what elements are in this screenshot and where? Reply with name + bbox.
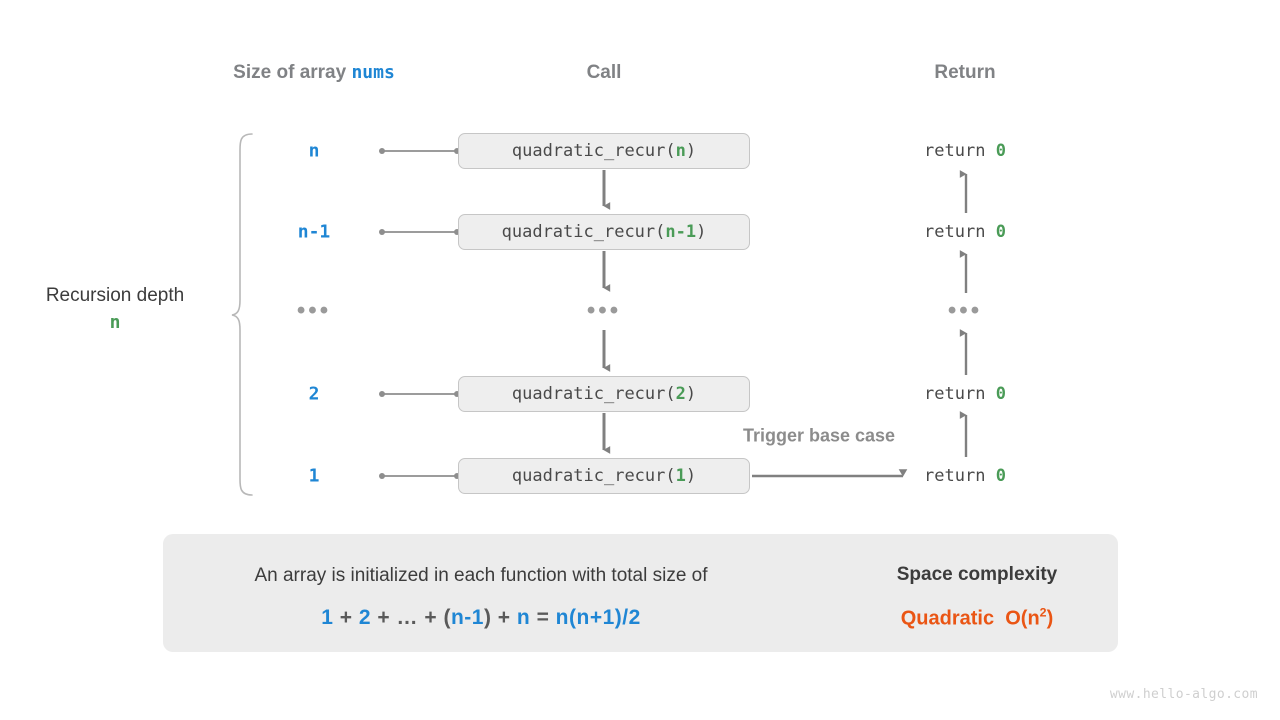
return-label-row-4: return 0 xyxy=(924,384,1006,404)
call-box-row-5-prefix: quadratic_recur( xyxy=(511,466,676,486)
call-box-row-2-suffix: ) xyxy=(696,222,707,242)
size-label-row-5: 1 xyxy=(308,465,320,487)
return-label-row-1-prefix: return xyxy=(924,141,996,161)
call-box-row-2-arg: n-1 xyxy=(665,222,697,242)
call-box-row-1-suffix: ) xyxy=(685,141,697,161)
return-label-row-2-value: 0 xyxy=(995,222,1006,242)
size-connectors xyxy=(379,148,460,479)
formula-term-1: 1 xyxy=(321,606,334,629)
formula-op-1: + xyxy=(339,606,353,629)
return-label-row-2: return 0 xyxy=(924,222,1006,242)
summary-description: An array is initialized in each function… xyxy=(254,565,708,586)
formula-paren-close: ) xyxy=(483,606,492,629)
recursion-depth-caption: Recursion depth n xyxy=(46,283,184,337)
call-box-row-5-arg: 1 xyxy=(675,466,686,486)
recursion-depth-label: Recursion depth xyxy=(45,285,185,306)
recursion-depth-value: n xyxy=(109,312,121,333)
header-call: Call xyxy=(586,62,622,83)
space-complexity-title: Space complexity xyxy=(896,564,1058,585)
call-box-row-4[interactable]: quadratic_recur(2) xyxy=(458,376,750,412)
call-column-ellipsis: ••• xyxy=(586,297,622,324)
call-box-row-2[interactable]: quadratic_recur(n-1) xyxy=(458,214,750,250)
call-box-row-4-suffix: ) xyxy=(685,384,697,404)
call-box-row-1-arg: n xyxy=(675,141,686,161)
formula-term-n-minus-1: n-1 xyxy=(450,606,484,629)
summary-panel xyxy=(163,534,1118,652)
space-complexity-value: Quadratic O(n2) xyxy=(901,606,1054,631)
complexity-notation-close: ) xyxy=(1046,607,1054,630)
call-box-row-2-prefix: quadratic_recur( xyxy=(501,222,666,242)
header-size-prefix: Size of array xyxy=(233,62,352,83)
return-label-row-5-value: 0 xyxy=(995,466,1006,486)
call-box-row-4-arg: 2 xyxy=(675,384,686,404)
formula-equals: = xyxy=(536,606,550,629)
header-size-code: nums xyxy=(351,62,395,83)
return-label-row-2-prefix: return xyxy=(924,222,996,242)
formula-term-n: n xyxy=(516,606,531,629)
formula-term-2: 2 xyxy=(358,606,372,629)
return-label-row-5: return 0 xyxy=(924,466,1006,486)
call-box-row-4-prefix: quadratic_recur( xyxy=(511,384,676,404)
watermark: www.hello-algo.com xyxy=(1109,687,1258,702)
return-label-row-1-value: 0 xyxy=(995,141,1006,161)
recursion-depth-brace xyxy=(231,133,253,496)
call-box-row-1-prefix: quadratic_recur( xyxy=(511,141,676,161)
complexity-exponent: 2 xyxy=(1039,605,1047,620)
return-column-ellipsis: ••• xyxy=(947,297,983,324)
formula-paren-open: ( xyxy=(443,606,451,629)
return-label-row-4-prefix: return xyxy=(924,384,996,404)
header-return: Return xyxy=(934,62,996,83)
size-label-row-4: 2 xyxy=(308,383,320,405)
formula-op-3: + xyxy=(424,606,438,629)
size-label-row-1: n xyxy=(308,140,320,162)
formula-ellipsis: … xyxy=(396,606,418,629)
size-label-row-2: n-1 xyxy=(297,221,331,243)
complexity-notation: O(n xyxy=(1005,607,1040,630)
complexity-word: Quadratic xyxy=(900,607,995,630)
return-label-row-1: return 0 xyxy=(924,141,1006,161)
call-box-row-5-suffix: ) xyxy=(685,466,697,486)
call-box-row-1[interactable]: quadratic_recur(n) xyxy=(458,133,750,169)
trigger-base-case-note: Trigger base case xyxy=(742,425,896,446)
return-label-row-4-value: 0 xyxy=(995,384,1006,404)
formula-result: n(n+1)/2 xyxy=(555,606,641,629)
formula-op-4: + xyxy=(497,606,511,629)
header-size-of-array: Size of array nums xyxy=(233,62,395,84)
return-label-row-5-prefix: return xyxy=(924,466,996,486)
formula-op-2: + xyxy=(377,606,391,629)
summary-formula: 1 + 2 + … + (n-1) + n = n(n+1)/2 xyxy=(321,606,641,630)
call-box-row-5[interactable]: quadratic_recur(1) xyxy=(458,458,750,494)
size-label-ellipsis: ••• xyxy=(296,297,332,324)
